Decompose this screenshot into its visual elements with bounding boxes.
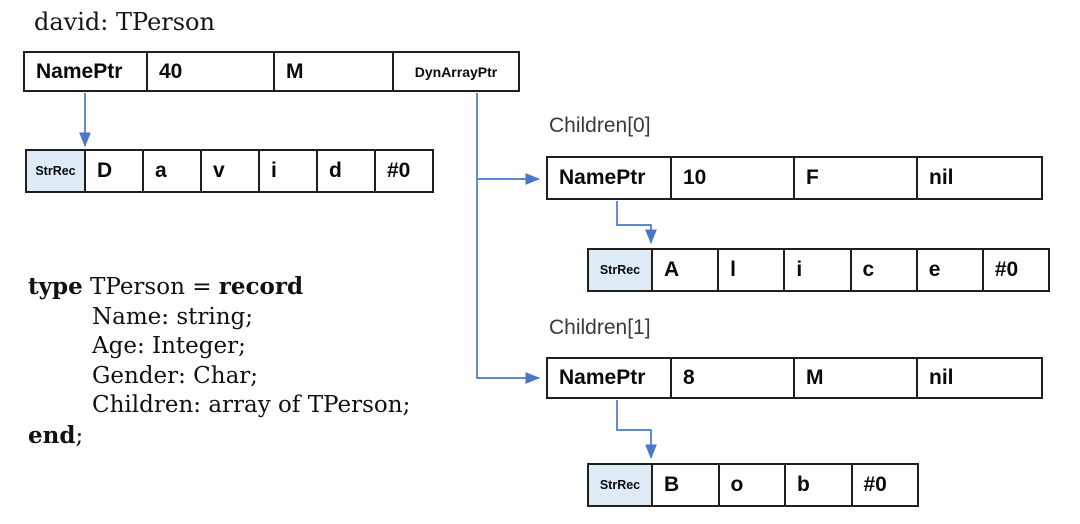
- children0-char-cell: l: [719, 250, 786, 290]
- david-char-cell: d: [318, 151, 376, 191]
- keyword-type: type: [28, 273, 83, 300]
- children1-strrec-tag: StrRec: [589, 465, 653, 505]
- children1-children-pointer-cell: nil: [929, 366, 954, 389]
- keyword-record: record: [218, 273, 304, 300]
- code-line-field-gender: Gender: Char;: [92, 362, 259, 389]
- children0-char-cell: i: [785, 250, 852, 290]
- david-string-box: StrRec D a v i d #0: [25, 149, 434, 193]
- children0-char-cell: A: [653, 250, 720, 290]
- children1-age-cell: 8: [672, 359, 795, 397]
- children0-char-cell: c: [852, 250, 918, 290]
- david-nameptr-cell: NamePtr: [25, 53, 148, 90]
- children0-string-box: StrRec A l i c e #0: [587, 248, 1050, 292]
- david-char-cell: v: [202, 151, 260, 191]
- children1-null-terminator-cell: #0: [863, 473, 887, 496]
- children0-label: Children[0]: [549, 114, 651, 137]
- children0-age-cell: 10: [672, 158, 795, 198]
- children1-char-cell: B: [653, 465, 720, 505]
- david-char-cell: a: [144, 151, 202, 191]
- children1-string-box: StrRec B o b #0: [587, 463, 919, 507]
- children1-char-cell: b: [786, 465, 853, 505]
- code-line-end: end;: [28, 421, 410, 452]
- children1-record-box: NamePtr 8 M nil: [546, 357, 1043, 399]
- children0-null-terminator-cell: #0: [994, 258, 1019, 281]
- code-line-field-children: Children: array of TPerson;: [92, 392, 411, 418]
- keyword-end: end: [28, 421, 76, 449]
- arrow-children0-nameptr-to-strrec: [616, 201, 657, 245]
- end-semicolon: ;: [75, 422, 84, 449]
- david-null-terminator-cell: #0: [387, 159, 411, 182]
- david-char-cell: i: [260, 151, 318, 191]
- children0-nameptr-cell: NamePtr: [548, 158, 672, 198]
- david-gender-cell: M: [275, 53, 394, 90]
- david-record-box: NamePtr 40 M DynArrayPtr: [23, 51, 520, 92]
- children1-char-cell: o: [720, 465, 786, 505]
- children0-gender-cell: F: [795, 158, 918, 198]
- children0-record-box: NamePtr 10 F nil: [546, 156, 1043, 200]
- children0-strrec-tag: StrRec: [589, 250, 653, 290]
- david-strrec-tag: StrRec: [27, 151, 86, 191]
- arrow-dynarrayptr-to-children1: [476, 93, 541, 384]
- pascal-code-block: type TPerson = record Name: string; Age:…: [28, 272, 410, 451]
- david-age-cell: 40: [148, 53, 275, 90]
- children1-nameptr-cell: NamePtr: [548, 359, 672, 397]
- david-children-pointer-cell: DynArrayPtr: [414, 63, 498, 80]
- code-line-field-age: Age: Integer;: [92, 333, 246, 359]
- children0-children-pointer-cell: nil: [929, 166, 954, 189]
- arrow-children1-nameptr-to-strrec: [616, 400, 657, 460]
- code-line-type-decl: type TPerson = record: [28, 272, 410, 303]
- variable-title: david: TPerson: [34, 8, 215, 36]
- david-char-cell: D: [86, 151, 144, 191]
- children0-char-cell: e: [918, 250, 984, 290]
- code-line-field-name: Name: string;: [92, 303, 253, 330]
- type-declaration-text: TPerson =: [82, 274, 219, 300]
- children1-gender-cell: M: [795, 359, 918, 397]
- children1-label: Children[1]: [549, 316, 651, 339]
